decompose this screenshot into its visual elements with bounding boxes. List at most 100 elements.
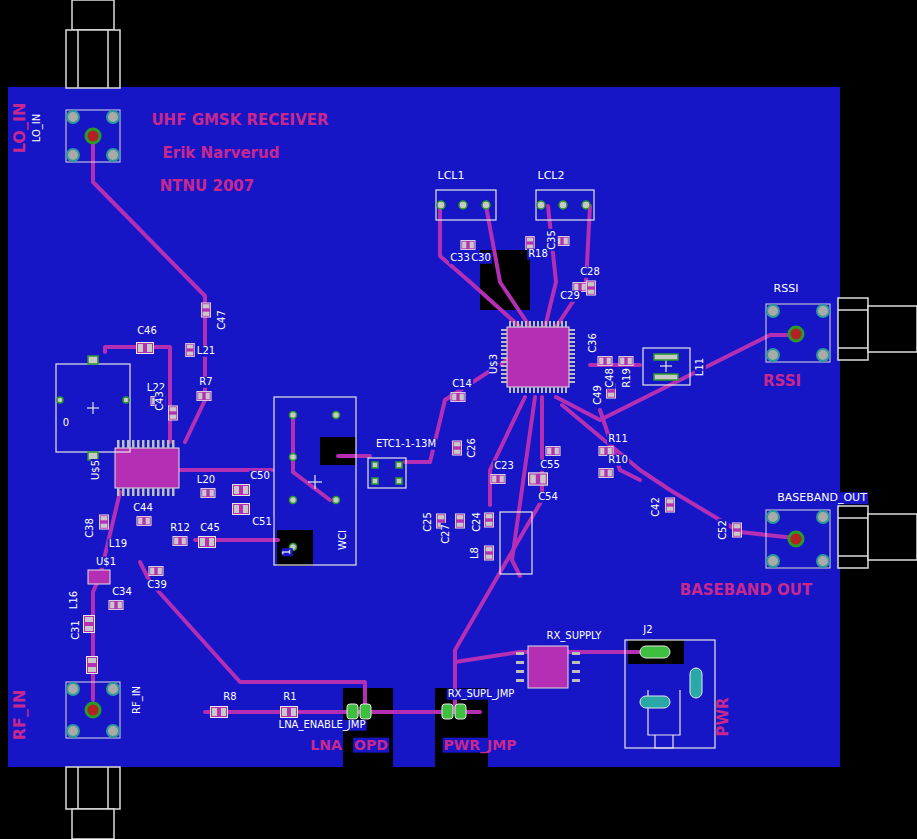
ic-package (88, 570, 110, 584)
ic-package (117, 488, 177, 496)
jumper-pad (640, 646, 670, 658)
ic-package (509, 321, 567, 327)
part-name: C24 (472, 511, 483, 533)
smd-component (452, 441, 461, 455)
jumper-pad (690, 668, 702, 698)
copper-trace (93, 576, 100, 700)
jumper-pad (455, 704, 466, 719)
ic-package (115, 448, 179, 488)
smd-component (546, 446, 560, 455)
pad (482, 201, 490, 209)
part-name: C29 (559, 291, 581, 302)
part-name: C36 (588, 332, 599, 354)
part-outline (536, 190, 594, 220)
part-name: L11 (695, 357, 706, 377)
part-outline (368, 458, 406, 488)
bnc-footprint (66, 110, 830, 738)
pad (57, 397, 63, 403)
bnc-connector-body (72, 0, 114, 30)
part-name: C45 (199, 523, 221, 534)
keepout-area (277, 250, 684, 767)
bnc-footprint (67, 149, 79, 161)
bnc-connector-body (838, 506, 868, 568)
silkscreen-title: PWR (716, 696, 732, 737)
part-name: LCL1 (437, 170, 466, 182)
bnc-footprint (817, 349, 829, 361)
smd-component (168, 406, 177, 420)
part-name: R1 (282, 692, 297, 703)
bnc-footprint (817, 511, 829, 523)
part-name: C49 (593, 384, 604, 406)
bnc-footprint (767, 349, 779, 361)
silkscreen-title: PWR_JMP (443, 738, 518, 753)
part-outline (643, 348, 690, 385)
smd-component (732, 523, 741, 537)
pad (333, 497, 340, 504)
part-name: C26 (467, 437, 478, 459)
silkscreen-title: LNA (309, 738, 342, 753)
keepout-area (320, 437, 356, 465)
bnc-footprint (766, 304, 830, 362)
pad (372, 462, 378, 468)
smd-component (137, 343, 154, 354)
ic-package (569, 329, 575, 385)
part-name: C14 (451, 379, 473, 390)
smd-component (451, 392, 465, 401)
part-outline (500, 512, 532, 574)
smd-component (186, 343, 195, 356)
smd-component (529, 473, 548, 485)
copper-trace (440, 206, 520, 327)
pad (559, 201, 567, 209)
pad (123, 397, 129, 403)
bnc-connector-body (838, 347, 868, 349)
part-name: LCL2 (537, 170, 566, 182)
jumper-pad (442, 704, 453, 719)
pad (654, 354, 678, 360)
bnc-connector-body (868, 514, 917, 560)
bnc-connector-body (66, 767, 120, 809)
part-name: C33 (449, 253, 471, 264)
smd-component (84, 616, 95, 633)
pcb-board (8, 87, 840, 767)
copper-trace (93, 140, 795, 712)
smd-component (484, 546, 493, 560)
smd-component (619, 356, 633, 365)
bnc-connector-body (66, 30, 120, 88)
copper-trace (545, 206, 556, 327)
smd-component (199, 537, 216, 548)
part-name: BASEBAND_OUT (776, 492, 868, 504)
smd-component (149, 566, 163, 575)
smd-component (211, 707, 228, 718)
copper-trace (293, 415, 330, 500)
part-name: C46 (136, 326, 158, 337)
pad (290, 497, 297, 504)
part-name: R7 (198, 377, 213, 388)
bnc-footprint (107, 725, 119, 737)
smd-component (84, 236, 742, 717)
part-name: ETC1-1-13M (375, 439, 437, 450)
keepout-area (435, 688, 488, 767)
part-name: J2 (642, 625, 653, 636)
ic-package (572, 652, 580, 684)
ic-package (516, 652, 524, 684)
smd-component (598, 356, 612, 365)
part-name: C50 (249, 471, 271, 482)
silkscreen-title: BASEBAND OUT (679, 583, 814, 599)
part-name: U$5 (91, 459, 102, 481)
part-name: C23 (493, 461, 515, 472)
ic-package (501, 329, 507, 385)
copper-trace (205, 710, 480, 714)
bnc-footprint (107, 149, 119, 161)
smd-component (526, 236, 535, 249)
bnc-footprint (86, 129, 100, 143)
part-name: R8 (222, 692, 237, 703)
bnc-footprint (817, 305, 829, 317)
smd-component (197, 391, 211, 400)
jumper-pad (360, 704, 371, 719)
pad (290, 454, 297, 461)
smd-component (586, 281, 595, 295)
part-name: L16 (69, 590, 80, 610)
smd-component (201, 303, 210, 317)
copper-trace (150, 582, 365, 712)
